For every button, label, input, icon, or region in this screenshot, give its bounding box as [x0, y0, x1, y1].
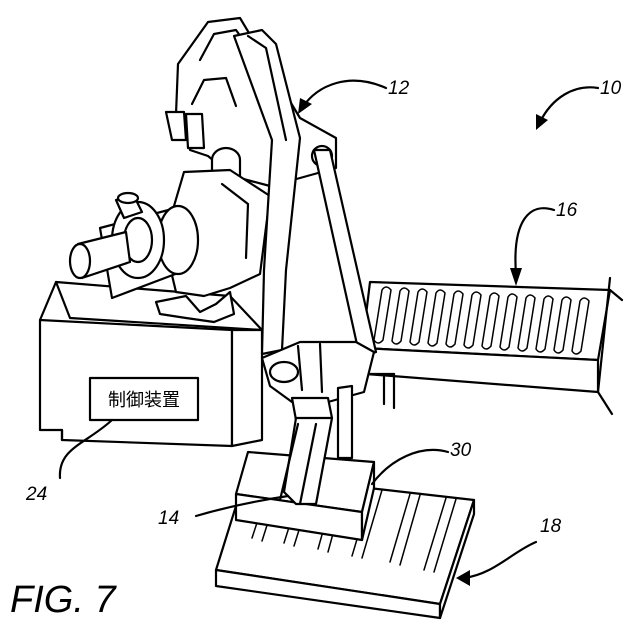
ref-label-hand: 14 [158, 508, 179, 529]
ref-label-table: 18 [540, 516, 562, 537]
ref-label-controller: 24 [25, 484, 47, 505]
ref-label-conveyor: 16 [556, 200, 578, 221]
roller-conveyor [362, 278, 622, 414]
controller-label-text: 制御装置 [108, 390, 180, 411]
ref-label-workpiece: 30 [450, 440, 472, 461]
ref-label-robot: 12 [388, 78, 410, 99]
figure-caption: FIG. 7 [10, 579, 117, 621]
ref-label-system: 10 [600, 78, 622, 99]
